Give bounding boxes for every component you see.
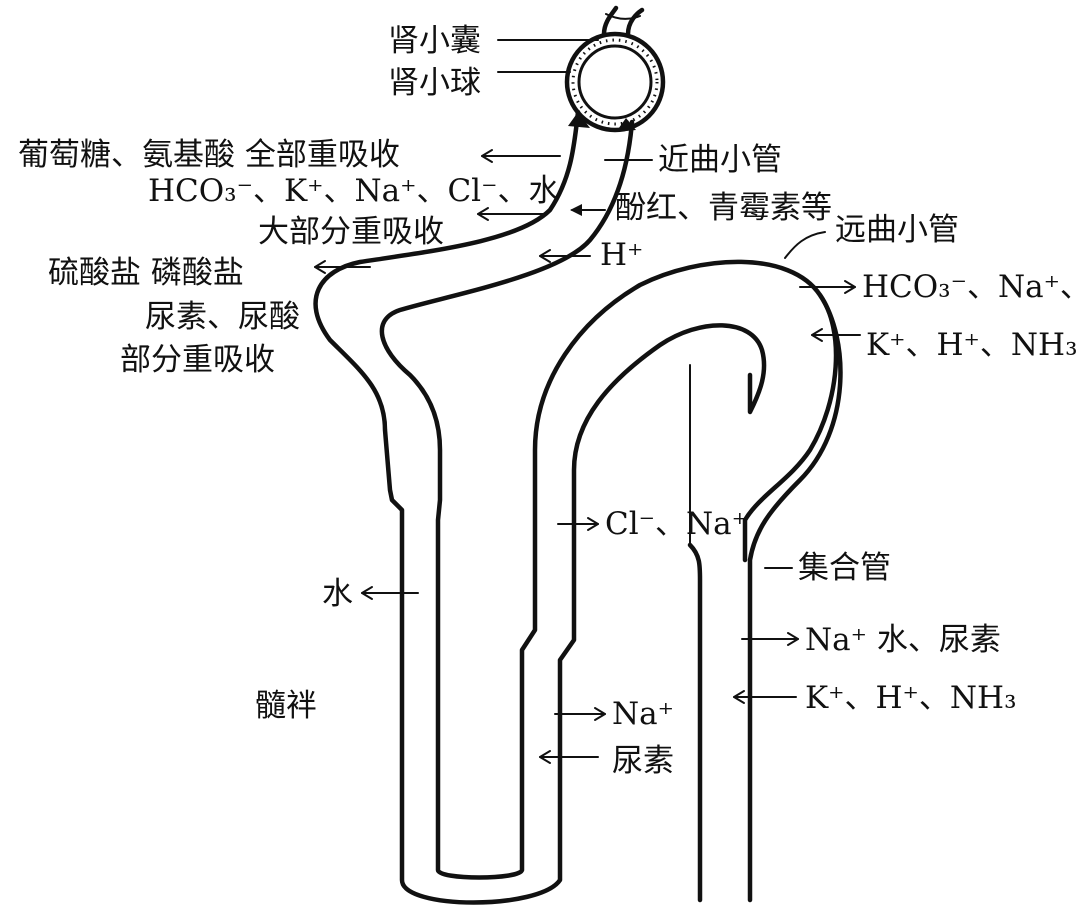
glomerulus-capsule xyxy=(564,5,666,133)
tube-inner-wall xyxy=(379,119,839,880)
label-distal-tubule: 远曲小管 xyxy=(835,212,959,248)
label-phenol-red-penicillin: 酚红、青霉素等 xyxy=(615,190,832,226)
label-na-plus: Na⁺ xyxy=(612,696,674,732)
label-renal-capsule: 肾小囊 xyxy=(388,23,481,59)
arrow-na-plus xyxy=(554,707,606,721)
leader-distal xyxy=(784,231,826,259)
label-distal-in: K⁺、H⁺、NH₃ xyxy=(866,327,1078,363)
label-cd-out: Na⁺ 水、尿素 xyxy=(805,622,1001,658)
label-h-plus: H⁺ xyxy=(600,237,643,273)
afferent-arteriole-b xyxy=(625,7,645,37)
label-cd-in: K⁺、H⁺、NH₃ xyxy=(805,680,1017,716)
distal-to-collecting xyxy=(747,292,843,903)
label-partly-reabsorbed: 部分重吸收 xyxy=(120,342,275,378)
arrow-distal-out xyxy=(799,280,856,294)
label-glucose-amino: 葡萄糖、氨基酸 全部重吸收 xyxy=(18,137,400,173)
arrow-water xyxy=(361,586,419,600)
arrow-distal-in xyxy=(811,328,861,342)
label-water: 水 xyxy=(322,576,353,612)
capsule-stipple xyxy=(571,38,659,126)
arrow-cl-na xyxy=(557,517,599,531)
label-mostly-reabsorbed: 大部分重吸收 xyxy=(258,214,444,250)
label-glomerulus: 肾小球 xyxy=(388,65,481,101)
tube-outer-wall xyxy=(313,109,767,905)
arrow-cd-in xyxy=(733,690,797,704)
label-sulfate-phosphate: 硫酸盐 磷酸盐 xyxy=(48,255,244,291)
label-hco3-ions-water: HCO₃⁻、K⁺、Na⁺、Cl⁻、水 xyxy=(148,173,559,209)
label-loop-of-henle: 髓袢 xyxy=(255,688,317,724)
glomerulus-inner xyxy=(577,44,653,120)
arrow-cd-out xyxy=(741,632,799,646)
label-proximal-tubule: 近曲小管 xyxy=(658,142,782,178)
label-collecting-duct: 集合管 xyxy=(798,550,891,586)
label-urea: 尿素 xyxy=(612,743,674,779)
arrow-hco3 xyxy=(477,207,546,221)
arrow-phenol xyxy=(570,204,606,216)
label-urea-uric-acid: 尿素、尿酸 xyxy=(145,299,300,335)
arrow-glucose xyxy=(481,149,561,163)
arteriole-cross xyxy=(605,13,641,20)
arrow-sulfate xyxy=(314,260,371,274)
collecting-duct-left xyxy=(687,542,703,903)
label-cl-na: Cl⁻、Na⁺ xyxy=(605,506,748,542)
bowman-capsule-outer xyxy=(564,31,666,133)
label-distal-out: HCO₃⁻、Na⁺、水 xyxy=(862,269,1080,305)
arrow-h-plus xyxy=(539,249,591,263)
afferent-arteriole-a xyxy=(601,5,619,37)
arrow-urea xyxy=(539,750,599,764)
